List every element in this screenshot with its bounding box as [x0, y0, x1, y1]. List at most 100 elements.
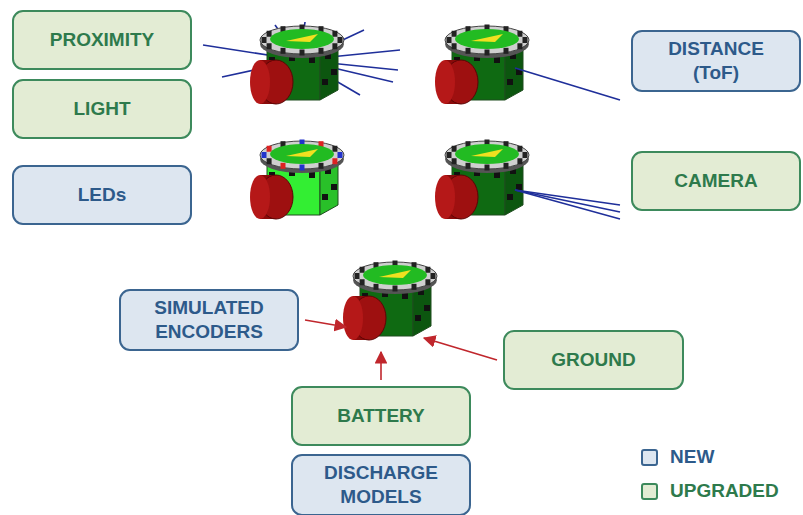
sensor-box: DISCHARGE MODELS: [291, 454, 471, 515]
sensor-port: [494, 57, 500, 63]
led-mark: [267, 146, 272, 152]
sensor-port: [322, 79, 328, 85]
led-mark: [517, 31, 522, 37]
sensor-port: [331, 69, 337, 75]
sensor-ray: [515, 190, 620, 219]
led-mark: [262, 37, 267, 43]
led-mark: [447, 152, 452, 158]
wheel-face: [435, 60, 455, 104]
led-mark: [504, 48, 509, 54]
led-mark: [374, 284, 379, 290]
led-mark: [452, 31, 457, 37]
led-mark: [425, 279, 430, 285]
led-mark: [267, 158, 272, 164]
robot: [250, 140, 344, 220]
led-mark: [523, 152, 528, 158]
led-mark: [300, 50, 305, 56]
top-plate: [270, 29, 334, 49]
led-mark: [281, 48, 286, 54]
led-mark: [360, 267, 365, 273]
led-mark: [485, 50, 490, 56]
box-label: SIMULATED ENCODERS: [134, 296, 284, 344]
led-mark: [355, 273, 360, 279]
led-mark: [332, 43, 337, 49]
led-mark: [452, 43, 457, 49]
sensor-port: [507, 79, 513, 85]
led-mark: [300, 165, 305, 171]
led-mark: [267, 43, 272, 49]
heading-triangle: [286, 149, 318, 157]
legend-entry: NEW: [641, 446, 714, 468]
sensor-port: [331, 184, 337, 190]
heading-triangle: [286, 34, 318, 42]
robot: [435, 25, 529, 105]
top-plate: [270, 144, 334, 164]
sensor-port: [322, 194, 328, 200]
heading-triangle: [471, 34, 503, 42]
sensor-port: [309, 172, 315, 178]
box-label: LIGHT: [74, 97, 131, 121]
top-plate: [455, 29, 519, 49]
sensor-box: LEDs: [12, 165, 192, 225]
wheel-face: [250, 60, 270, 104]
legend-entry: UPGRADED: [641, 480, 779, 502]
led-mark: [504, 163, 509, 169]
heading-triangle: [379, 270, 411, 278]
sensor-ray: [515, 190, 620, 205]
box-label: DISTANCE (ToF): [656, 37, 776, 85]
sensor-box: DISTANCE (ToF): [631, 30, 801, 92]
sensor-port: [516, 184, 522, 190]
robot: [343, 261, 437, 341]
led-mark: [412, 284, 417, 290]
box-label: CAMERA: [674, 169, 757, 193]
led-mark: [360, 279, 365, 285]
sensor-box: LIGHT: [12, 79, 192, 139]
led-mark: [485, 165, 490, 171]
sensor-port: [424, 305, 430, 311]
sensor-box: CAMERA: [631, 151, 801, 211]
led-mark: [319, 163, 324, 169]
led-mark: [517, 146, 522, 152]
pointer-arrow: [380, 352, 382, 380]
wheel-face: [435, 175, 455, 219]
led-mark: [281, 163, 286, 169]
robot: [250, 25, 344, 105]
wheel-face: [250, 175, 270, 219]
sensor-port: [507, 194, 513, 200]
sensor-ray: [515, 68, 620, 100]
led-mark: [332, 146, 337, 152]
box-label: DISCHARGE MODELS: [306, 461, 456, 509]
sensor-port: [494, 172, 500, 178]
top-plate: [363, 265, 427, 285]
led-mark: [452, 146, 457, 152]
sensor-box: PROXIMITY: [12, 10, 192, 70]
box-label: GROUND: [551, 348, 635, 372]
box-label: PROXIMITY: [50, 28, 155, 52]
led-mark: [517, 158, 522, 164]
legend-swatch: [641, 449, 658, 466]
sensor-box: GROUND: [503, 330, 684, 390]
legend-label: NEW: [670, 446, 714, 468]
sensor-box: BATTERY: [291, 386, 471, 446]
sensor-ray: [515, 190, 620, 212]
heading-triangle: [471, 149, 503, 157]
led-mark: [431, 273, 436, 279]
led-mark: [332, 158, 337, 164]
led-mark: [523, 37, 528, 43]
pointer-arrow: [305, 320, 346, 327]
box-label: BATTERY: [337, 404, 425, 428]
led-mark: [267, 31, 272, 37]
led-mark: [319, 48, 324, 54]
led-mark: [332, 31, 337, 37]
led-mark: [447, 37, 452, 43]
robot: [435, 140, 529, 220]
sensor-port: [309, 57, 315, 63]
pointer-arrow: [424, 338, 497, 360]
sensor-port: [415, 315, 421, 321]
led-mark: [517, 43, 522, 49]
wheel-face: [343, 296, 363, 340]
top-plate: [455, 144, 519, 164]
sensor-box: SIMULATED ENCODERS: [119, 289, 299, 351]
led-mark: [466, 48, 471, 54]
led-mark: [338, 152, 343, 158]
